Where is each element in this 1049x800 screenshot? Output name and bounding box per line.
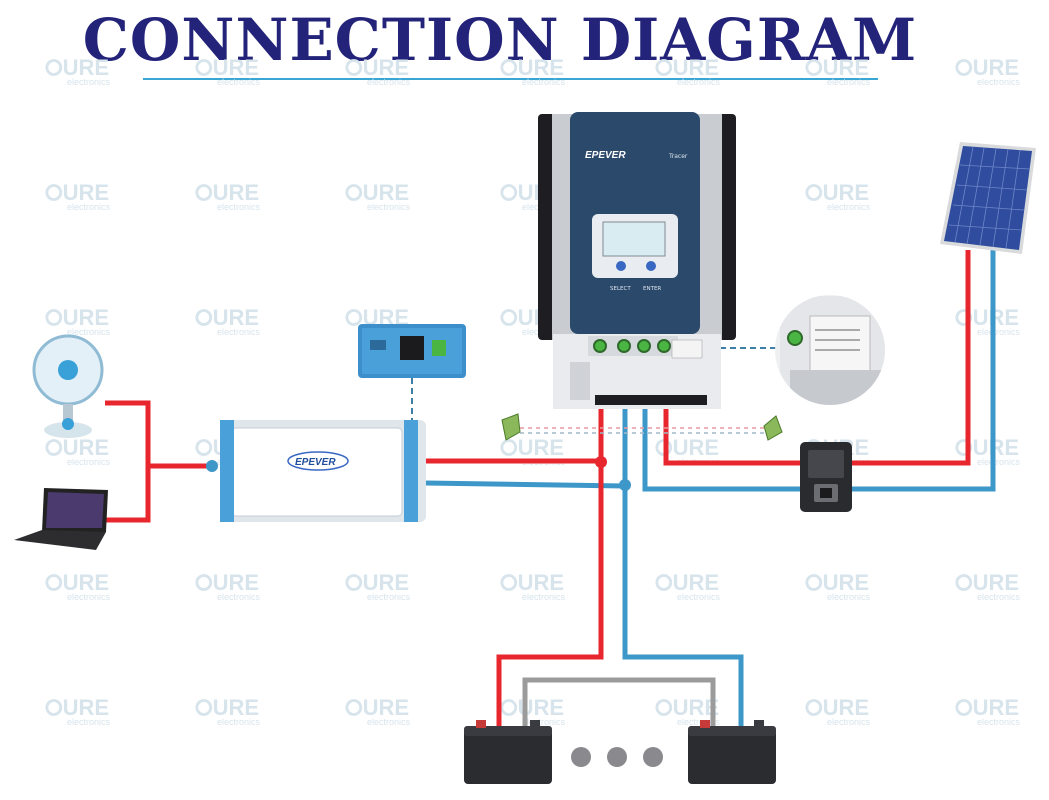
controller-brand: EPEVER	[585, 150, 626, 161]
load-wiring	[105, 400, 208, 523]
more-batteries-ellipsis	[571, 747, 663, 767]
terminal-pv-minus	[637, 339, 651, 353]
terminal-bat-minus	[617, 339, 631, 353]
inverter: EPEVER	[206, 420, 426, 522]
diagram-title: CONNECTION DIAGRAM	[82, 6, 918, 74]
battery-positive-wire	[496, 355, 604, 735]
controller-lcd	[602, 221, 666, 257]
terminal-pv-plus	[657, 339, 671, 353]
battery-wiring	[496, 355, 744, 735]
battery-series-link	[522, 677, 716, 735]
battery-left	[464, 720, 552, 784]
temperature-sensor-left	[501, 413, 521, 441]
desk-fan-icon	[32, 334, 104, 438]
battery-negative-wire	[622, 355, 744, 735]
controller-model: Tracer	[668, 153, 688, 160]
load-red-wire	[105, 400, 151, 523]
dc-breaker	[800, 442, 852, 512]
temperature-sensor-right	[763, 415, 783, 441]
terminal-bat-plus	[593, 339, 607, 353]
negative-junction	[619, 479, 631, 491]
enter-button-icon	[646, 261, 656, 271]
enter-label: ENTER	[643, 286, 661, 292]
battery-right	[688, 720, 776, 784]
inverter-brand: EPEVER	[295, 457, 336, 468]
solar-charge-controller: SELECT ENTER EPEVER Tracer	[538, 112, 736, 409]
title-underline	[143, 78, 878, 80]
remote-meter	[358, 324, 466, 378]
positive-junction	[595, 456, 607, 468]
solar-panel	[940, 142, 1036, 254]
select-label: SELECT	[610, 286, 631, 292]
laptop-icon	[14, 488, 108, 550]
terminal-zoom-detail	[775, 295, 885, 405]
inverter-negative-wire	[424, 480, 626, 489]
select-button-icon	[616, 261, 626, 271]
inverter-wiring	[424, 458, 626, 489]
pv-positive-wire-panel	[852, 250, 971, 466]
